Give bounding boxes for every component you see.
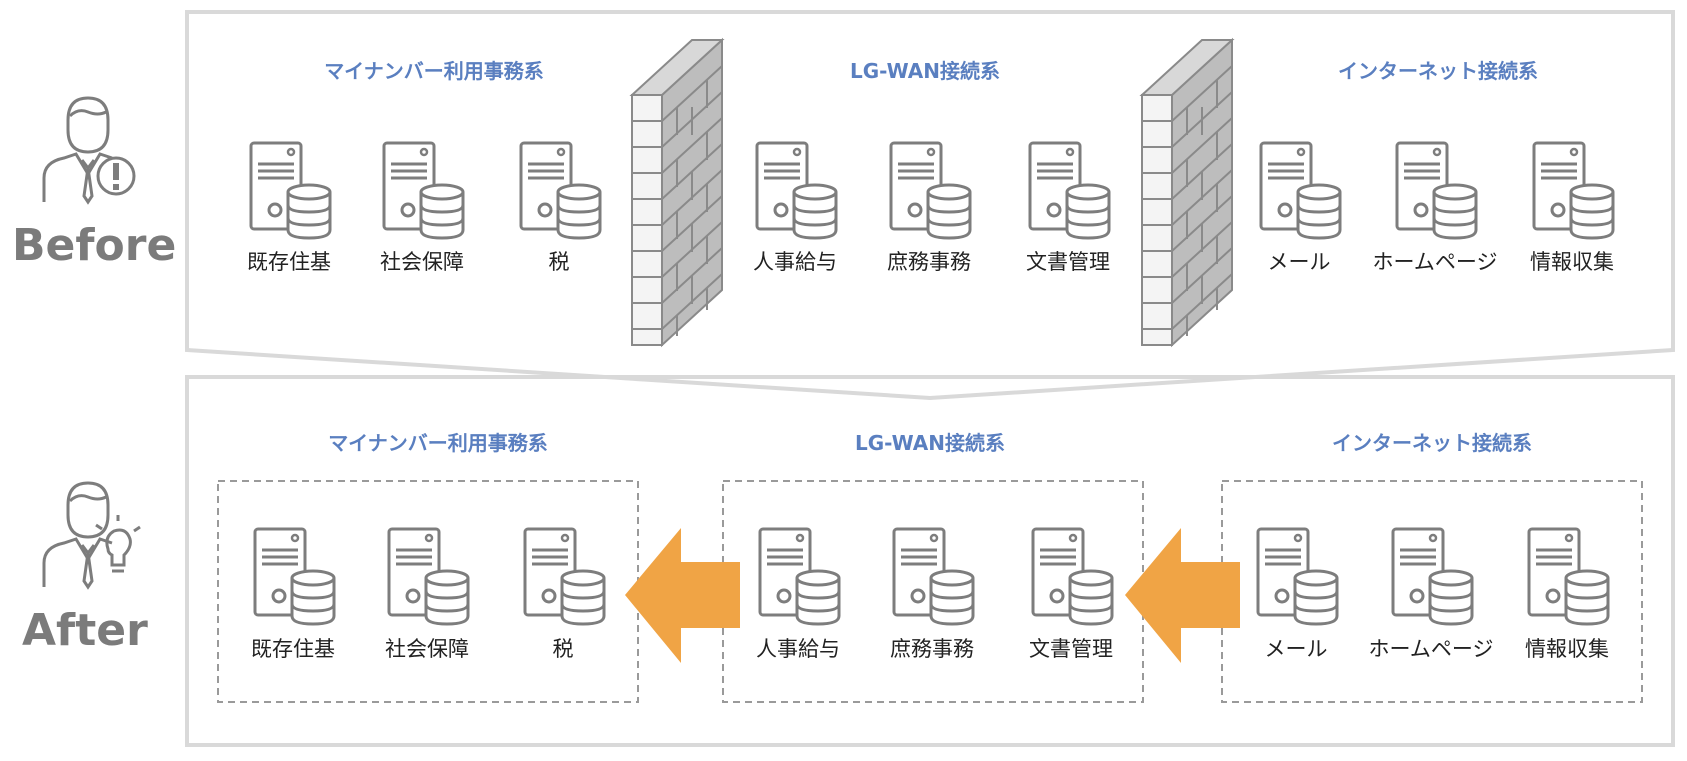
firewall-brick-wall-icon [629,37,725,348]
server-database-icon [1258,140,1348,260]
server-database-icon [1531,140,1621,260]
server-database-icon [1390,526,1480,646]
after-server-label: メール [1264,637,1328,661]
after-panel [185,375,1675,747]
before-system-title-internet: インターネット接続系 [1338,59,1538,83]
after-system-title-internet: インターネット接続系 [1332,431,1532,455]
after-server-label: 社会保障 [385,637,469,661]
after-system-title-lgwan: LG-WAN接続系 [855,431,1005,455]
server-database-icon [1255,526,1345,646]
server-database-icon [1030,526,1120,646]
before-system-title-lgwan: LG-WAN接続系 [850,59,1000,83]
before-server-label: ホームページ [1372,250,1498,274]
server-database-icon [754,140,844,260]
person-idea-icon [42,481,141,590]
server-database-icon [252,526,342,646]
before-label: Before [12,220,177,271]
server-database-icon [1394,140,1484,260]
after-server-label: 人事給与 [756,637,840,661]
person-alert-icon [42,96,136,205]
after-label: After [22,605,148,656]
server-database-icon [522,526,612,646]
server-database-icon [518,140,608,260]
after-server-label: 税 [552,637,574,661]
after-server-label: 文書管理 [1029,637,1113,661]
server-database-icon [1027,140,1117,260]
before-server-label: 情報収集 [1530,250,1614,274]
before-server-label: 文書管理 [1026,250,1110,274]
firewall-brick-wall-icon [1139,37,1235,348]
after-server-label: 庶務事務 [890,637,974,661]
after-server-label: ホームページ [1368,637,1494,661]
server-database-icon [891,526,981,646]
after-system-title-mynumber: マイナンバー利用事務系 [328,431,548,455]
before-server-label: 税 [548,250,570,274]
after-server-label: 既存住基 [251,637,335,661]
before-system-title-mynumber: マイナンバー利用事務系 [324,59,544,83]
arrow-left-icon [625,528,740,663]
before-server-label: 人事給与 [753,250,837,274]
before-server-label: 庶務事務 [887,250,971,274]
after-server-label: 情報収集 [1525,637,1609,661]
arrow-left-icon [1125,528,1240,663]
server-database-icon [757,526,847,646]
before-server-label: 既存住基 [247,250,331,274]
after-group-internet [1221,480,1643,703]
before-server-label: メール [1267,250,1331,274]
before-server-label: 社会保障 [380,250,464,274]
server-database-icon [1526,526,1616,646]
server-database-icon [888,140,978,260]
server-database-icon [381,140,471,260]
server-database-icon [248,140,338,260]
server-database-icon [386,526,476,646]
